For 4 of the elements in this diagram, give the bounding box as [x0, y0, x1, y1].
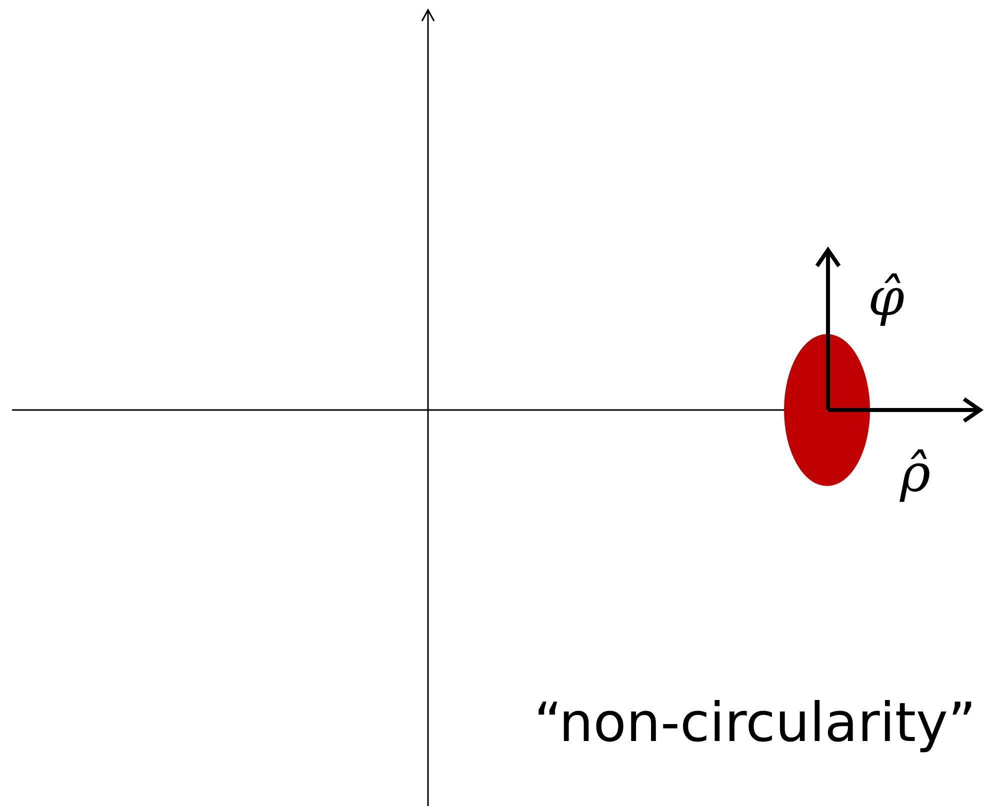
unit-vector-label: ρ̂: [900, 448, 931, 500]
annotation-text: “non-circularity”: [534, 696, 976, 750]
unit-vector-label: φ̂: [868, 272, 904, 324]
cross-section-ellipse: [784, 334, 870, 486]
